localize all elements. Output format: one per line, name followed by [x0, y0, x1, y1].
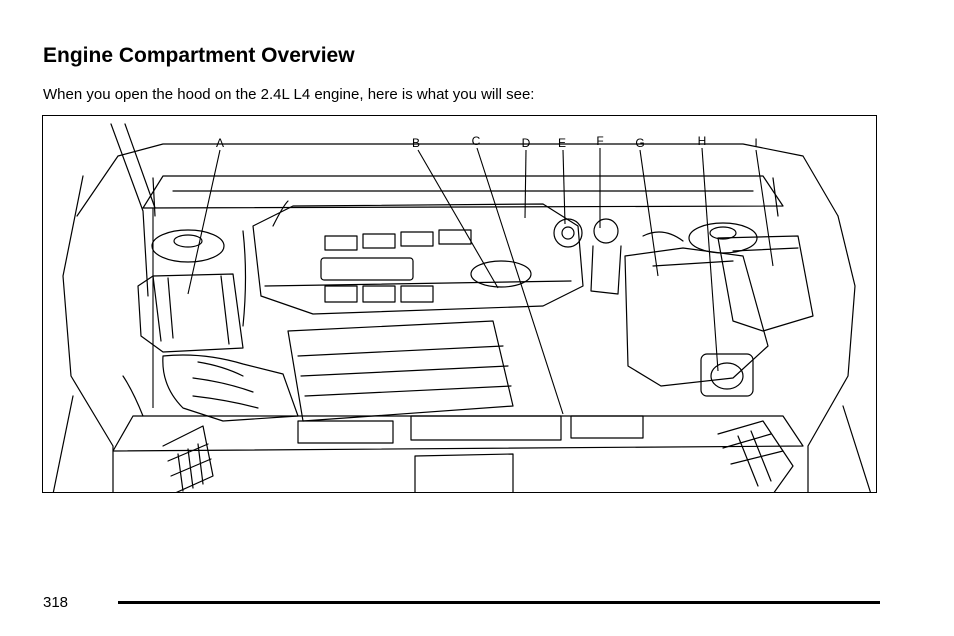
callout-label: G	[635, 136, 644, 150]
callout-label: C	[472, 134, 481, 148]
page-title: Engine Compartment Overview	[43, 44, 355, 67]
engine-compartment-figure: A B C D E F G H I	[42, 115, 877, 493]
callout-label: I	[754, 136, 757, 150]
callout-label: B	[412, 136, 420, 150]
callout-label: H	[698, 134, 707, 148]
footer-rule	[118, 601, 880, 604]
intro-text: When you open the hood on the 2.4L L4 en…	[43, 86, 535, 103]
callout-label: D	[522, 136, 531, 150]
callout-label: F	[596, 134, 603, 148]
callout-label: A	[216, 136, 224, 150]
engine-illustration: A B C D E F G H I	[52, 123, 871, 492]
page-number: 318	[43, 594, 69, 611]
callout-label: E	[558, 136, 566, 150]
